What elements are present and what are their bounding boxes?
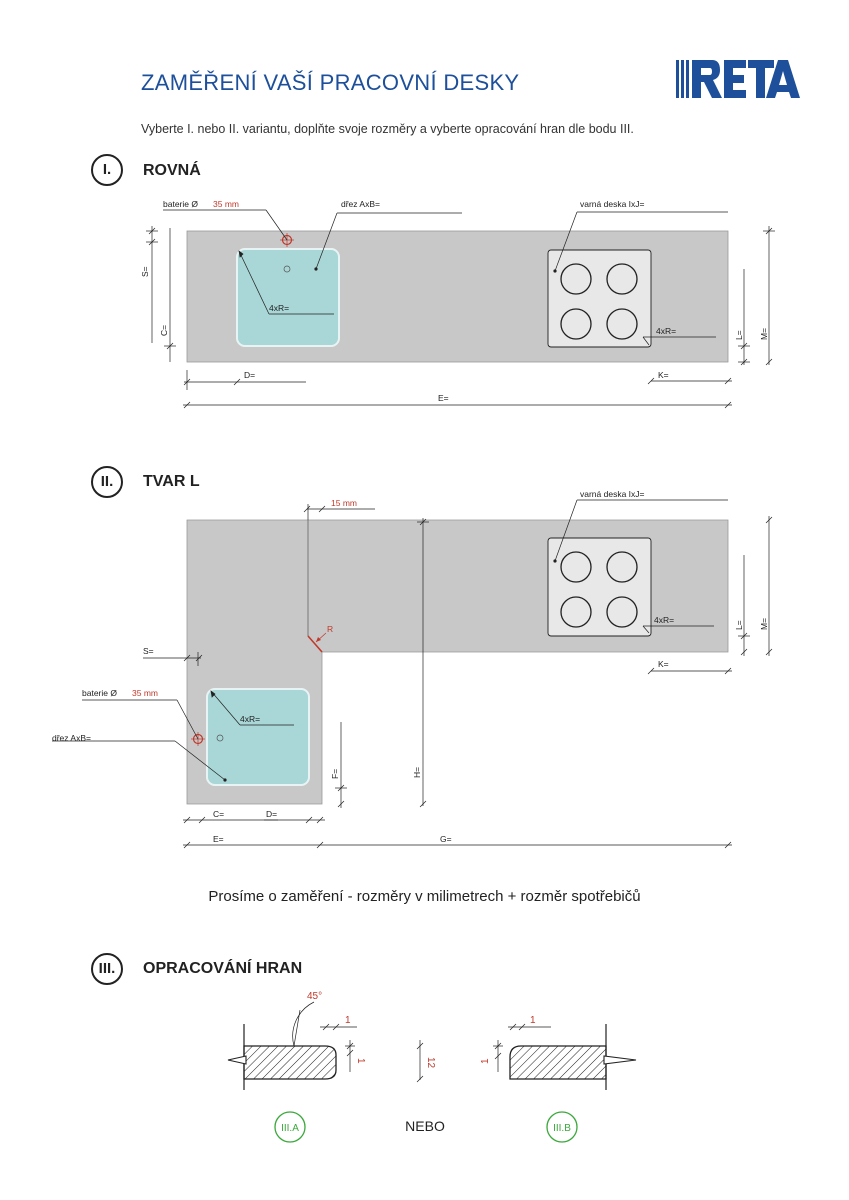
reta-logo bbox=[676, 60, 800, 98]
burner-2 bbox=[606, 263, 638, 295]
s2-e-label: E= bbox=[213, 834, 224, 844]
l-sink bbox=[206, 688, 310, 786]
s2-baterie-label: baterie Ø bbox=[82, 688, 117, 698]
edge-profile-a bbox=[227, 1001, 424, 1090]
s2-h-label: H= bbox=[412, 767, 422, 778]
s1-k-label: K= bbox=[658, 370, 669, 380]
section-2-title: TVAR L bbox=[143, 473, 200, 490]
s2-hob-label: varná deska IxJ= bbox=[580, 489, 645, 499]
hob bbox=[547, 249, 652, 348]
variant-b-label: III.B bbox=[553, 1123, 571, 1134]
s2-k-label: K= bbox=[658, 659, 669, 669]
s2-s-label: S= bbox=[143, 646, 154, 656]
burner-4 bbox=[606, 308, 638, 340]
burner-3 bbox=[560, 308, 592, 340]
s1-e-label: E= bbox=[438, 393, 449, 403]
thickness-dim: 12 bbox=[425, 1057, 436, 1069]
section-3-number: III. bbox=[91, 953, 123, 985]
s2-m-label: M= bbox=[759, 618, 769, 630]
profile-a-top-dim: 1 bbox=[345, 1015, 351, 1026]
variant-b-badge bbox=[546, 1111, 578, 1143]
straight-countertop-diagram bbox=[146, 209, 775, 409]
s1-c-label: C= bbox=[159, 325, 169, 336]
section-2-number: II. bbox=[91, 466, 123, 498]
page-title: ZAMĚŘENÍ VAŠÍ PRACOVNÍ DESKY bbox=[141, 70, 520, 95]
s2-sink-label: dřez AxB= bbox=[52, 733, 91, 743]
s2-corner-radius-label: R bbox=[327, 624, 333, 634]
section-1-number: I. bbox=[91, 154, 123, 186]
measurement-note: Prosíme o zaměření - rozměry v milimetre… bbox=[208, 888, 641, 905]
l-shaped-countertop-diagram bbox=[52, 499, 773, 849]
s2-15mm-label: 15 mm bbox=[331, 498, 357, 508]
profile-b-top-dim: 1 bbox=[530, 1015, 536, 1026]
variant-a-badge bbox=[274, 1111, 306, 1143]
s2-l-label: L= bbox=[734, 620, 744, 630]
burner-1 bbox=[560, 263, 592, 295]
intro-text: Vyberte I. nebo II. variantu, doplňte sv… bbox=[141, 122, 634, 136]
sink bbox=[236, 248, 340, 347]
section-1-title: ROVNÁ bbox=[143, 162, 201, 179]
s1-hob-radius-label: 4xR= bbox=[656, 326, 676, 336]
s2-sink-radius-label: 4xR= bbox=[240, 714, 260, 724]
profile-b-side-dim: 1 bbox=[480, 1058, 491, 1064]
s2-f-label: F= bbox=[330, 769, 340, 779]
sink-drain bbox=[283, 265, 291, 273]
s2-baterie-value: 35 mm bbox=[132, 688, 158, 698]
angle-label: 45° bbox=[307, 991, 322, 1002]
s1-d-label: D= bbox=[244, 370, 255, 380]
s1-m-label: M= bbox=[759, 328, 769, 340]
s2-c-label: C= bbox=[213, 809, 224, 819]
section-3-title: OPRACOVÁNÍ HRAN bbox=[143, 960, 303, 977]
s1-s-label: S= bbox=[140, 266, 150, 277]
s1-baterie-value: 35 mm bbox=[213, 199, 239, 209]
s1-sink-label: dřez AxB= bbox=[341, 199, 380, 209]
profile-a-side-dim: 1 bbox=[355, 1058, 366, 1064]
s2-g-label: G= bbox=[440, 834, 452, 844]
or-label: NEBO bbox=[405, 1118, 445, 1134]
s1-sink-radius-label: 4xR= bbox=[269, 303, 289, 313]
s2-hob-radius-label: 4xR= bbox=[654, 615, 674, 625]
s1-l-label: L= bbox=[734, 330, 744, 340]
edge-profile-b bbox=[493, 1023, 637, 1090]
variant-a-label: III.A bbox=[281, 1123, 299, 1134]
s1-baterie-label: baterie Ø bbox=[163, 199, 198, 209]
l-hob bbox=[547, 537, 652, 637]
s2-d-label: D= bbox=[266, 809, 277, 819]
s1-hob-label: varná deska IxJ= bbox=[580, 199, 645, 209]
